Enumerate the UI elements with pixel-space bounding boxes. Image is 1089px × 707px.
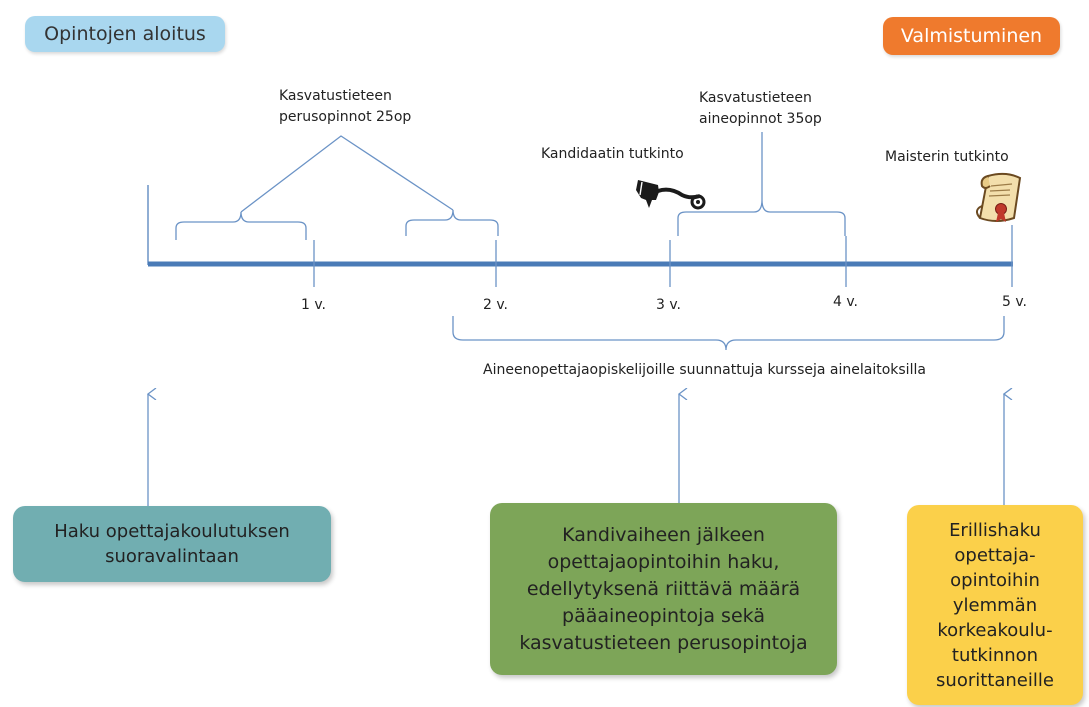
bachelor-degree-label: Kandidaatin tutkinto [541, 146, 684, 162]
bracket-basic-studies-year2 [405, 209, 499, 236]
tick-label-year5: 5 v. [1002, 294, 1028, 310]
master-degree-label: Maisterin tutkinto [885, 149, 1009, 165]
tick-label-year4: 4 v. [833, 294, 859, 310]
separate-application-box: Erillishaku opettaja- opintoihin ylemmän… [907, 505, 1083, 705]
subject-courses-label: Aineenopettajaopiskelijoille suunnattuja… [483, 362, 926, 378]
certificate-scroll-icon [976, 172, 1022, 222]
tick-label-year2: 2 v. [483, 297, 509, 313]
study-start-badge: Opintojen aloitus [25, 16, 225, 52]
bracket-basic-studies-year1 [175, 211, 307, 240]
tick-label-year3: 3 v. [656, 297, 682, 313]
basic-studies-label: Kasvatustieteen perusopinnot 25op [279, 88, 412, 125]
bracket-subject-courses [452, 316, 1005, 351]
after-bachelor-application-box: Kandivaiheen jälkeen opettajaopintoihin … [490, 503, 837, 675]
direct-selection-box: Haku opettajakoulutuksen suoravalintaan [13, 506, 331, 582]
tick-label-year1: 1 v. [301, 297, 327, 313]
intermediate-studies-label: Kasvatustieteen aineopinnot 35op [699, 90, 822, 127]
basic-studies-connector [240, 135, 454, 213]
graduation-badge: Valmistuminen [883, 17, 1060, 55]
diploma-scroll-icon [636, 180, 706, 210]
